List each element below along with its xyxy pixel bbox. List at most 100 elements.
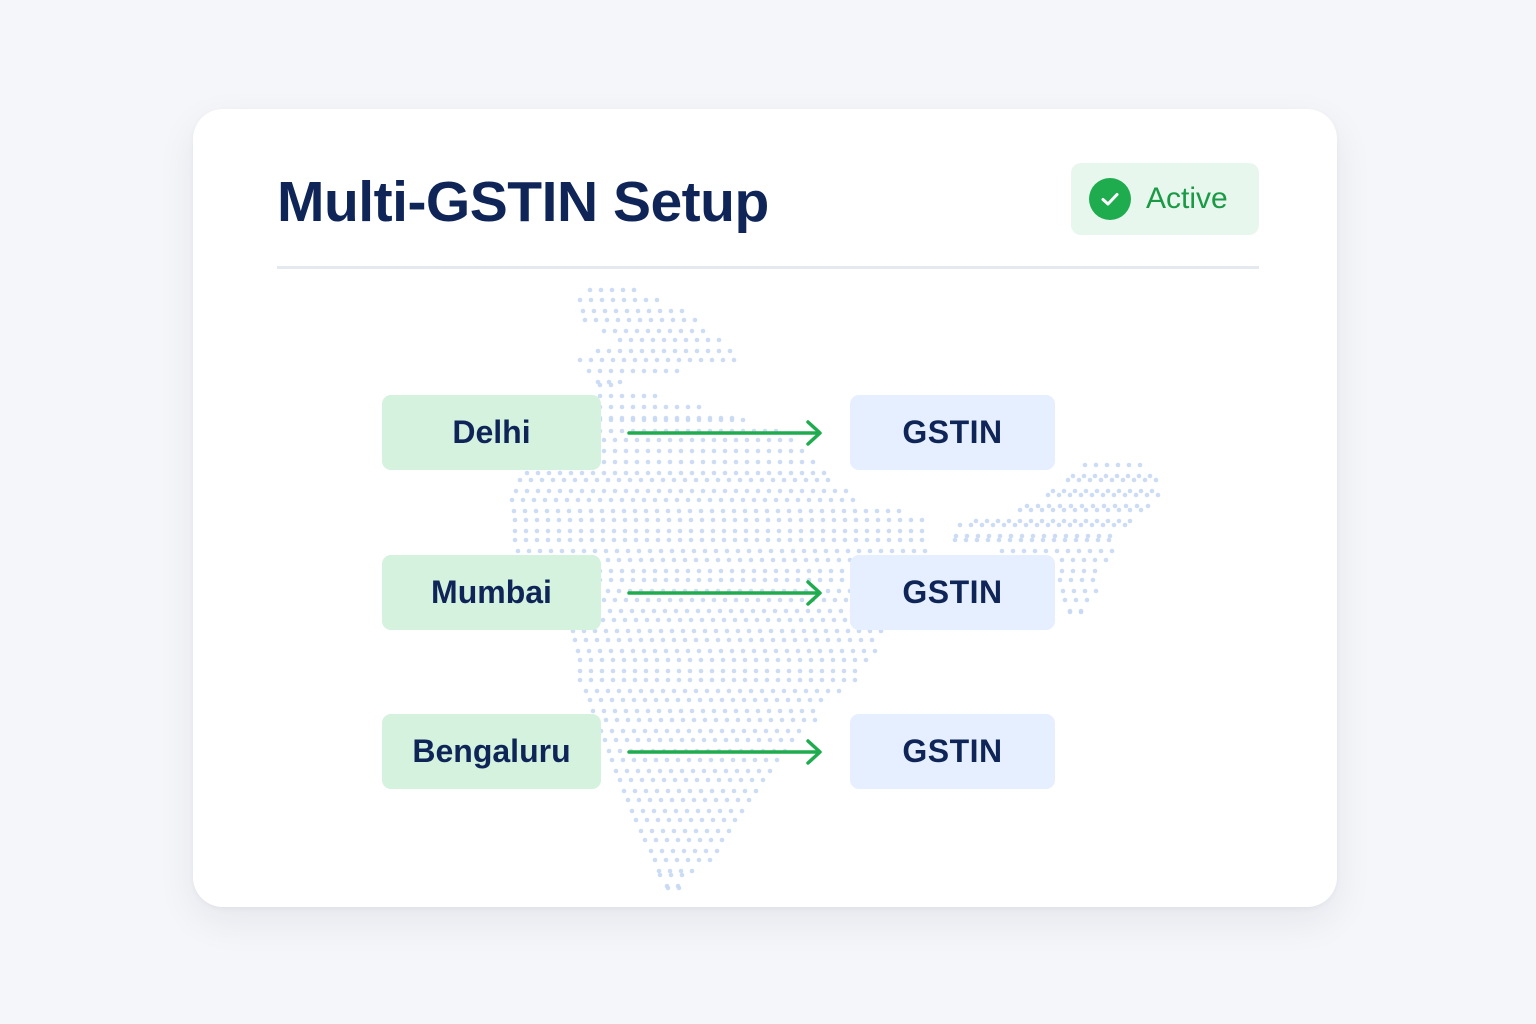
map-dot: [599, 297, 605, 303]
map-dot: [656, 868, 662, 874]
map-dot: [637, 317, 643, 323]
map-dot: [643, 677, 649, 683]
map-dot: [577, 657, 583, 663]
map-dot: [597, 648, 603, 654]
map-dot: [850, 648, 856, 654]
map-dot: [586, 648, 592, 654]
map-dot: [627, 688, 633, 694]
map-dot: [665, 677, 671, 683]
map-dot: [990, 522, 996, 528]
map-dot: [853, 537, 859, 543]
map-dot: [1062, 537, 1068, 543]
map-dot: [631, 697, 637, 703]
map-dot: [731, 657, 737, 663]
map-dot: [1065, 477, 1071, 483]
status-label: Active: [1146, 182, 1228, 215]
map-dot: [787, 537, 793, 543]
map-dot: [786, 657, 792, 663]
map-dot: [814, 637, 820, 643]
map-dot: [612, 328, 618, 334]
location-pill-delhi[interactable]: Delhi: [382, 395, 601, 470]
map-dot: [676, 508, 682, 514]
gstin-pill-bengaluru[interactable]: GSTIN: [850, 714, 1055, 789]
map-dot: [704, 477, 710, 483]
map-dot: [740, 497, 746, 503]
map-dot: [601, 328, 607, 334]
map-dot: [659, 848, 665, 854]
map-dot: [677, 517, 683, 523]
map-dot: [556, 528, 562, 534]
map-dot: [575, 648, 581, 654]
map-dot: [669, 548, 675, 554]
map-dot: [788, 488, 794, 494]
map-dot: [775, 657, 781, 663]
gstin-pill-delhi[interactable]: GSTIN: [850, 395, 1055, 470]
map-dot: [515, 548, 521, 554]
map-dot: [625, 797, 631, 803]
map-dot: [1142, 477, 1148, 483]
map-dot: [792, 637, 798, 643]
map-dot: [667, 868, 673, 874]
map-dot: [831, 537, 837, 543]
map-dot: [634, 708, 640, 714]
map-dot: [545, 517, 551, 523]
map-dot: [662, 808, 668, 814]
map-dot: [1046, 503, 1052, 509]
mapping-row-bengaluru: Bengaluru GSTIN: [382, 714, 1055, 789]
location-pill-bengaluru[interactable]: Bengaluru: [382, 714, 601, 789]
map-dot: [660, 828, 666, 834]
map-dot: [798, 537, 804, 543]
map-dot: [620, 287, 626, 293]
map-dot: [598, 287, 604, 293]
map-dot: [797, 668, 803, 674]
map-dot: [528, 477, 534, 483]
map-dot: [721, 817, 727, 823]
map-dot: [632, 297, 638, 303]
map-dot: [678, 488, 684, 494]
map-dot: [513, 488, 519, 494]
map-dot: [803, 637, 809, 643]
map-dot: [864, 517, 870, 523]
map-dot: [567, 528, 573, 534]
map-dot: [1039, 507, 1045, 513]
map-dot: [674, 368, 680, 374]
map-dot: [1105, 488, 1111, 494]
location-pill-mumbai[interactable]: Mumbai: [382, 555, 601, 630]
map-dot: [679, 308, 685, 314]
map-dot: [1100, 522, 1106, 528]
map-dot: [841, 677, 847, 683]
map-dot: [819, 508, 825, 514]
checkmark-icon: [1101, 193, 1119, 206]
map-dot: [821, 470, 827, 476]
map-dot: [1019, 533, 1025, 539]
map-dot: [621, 508, 627, 514]
map-dot: [784, 497, 790, 503]
map-dot: [1007, 537, 1013, 543]
map-dot: [577, 297, 583, 303]
map-dot: [656, 328, 662, 334]
map-dot: [577, 668, 583, 674]
map-dot: [770, 477, 776, 483]
map-dot: [753, 788, 759, 794]
map-dot: [654, 357, 660, 363]
map-dot: [1045, 522, 1051, 528]
map-dot: [681, 848, 687, 854]
map-dot: [695, 808, 701, 814]
map-dot: [665, 657, 671, 663]
map-dot: [853, 528, 859, 534]
map-dot: [1089, 522, 1095, 528]
map-dot: [688, 537, 694, 543]
map-dot: [975, 533, 981, 539]
map-dot: [1115, 462, 1121, 468]
map-dot: [641, 648, 647, 654]
map-dot: [578, 528, 584, 534]
map-dot: [685, 648, 691, 654]
map-dot: [614, 548, 620, 554]
map-dot: [664, 883, 670, 889]
map-dot: [644, 517, 650, 523]
gstin-pill-mumbai[interactable]: GSTIN: [850, 555, 1055, 630]
map-dot: [724, 548, 730, 554]
map-dot: [577, 508, 583, 514]
map-dot: [1067, 609, 1073, 615]
map-dot: [716, 348, 722, 354]
